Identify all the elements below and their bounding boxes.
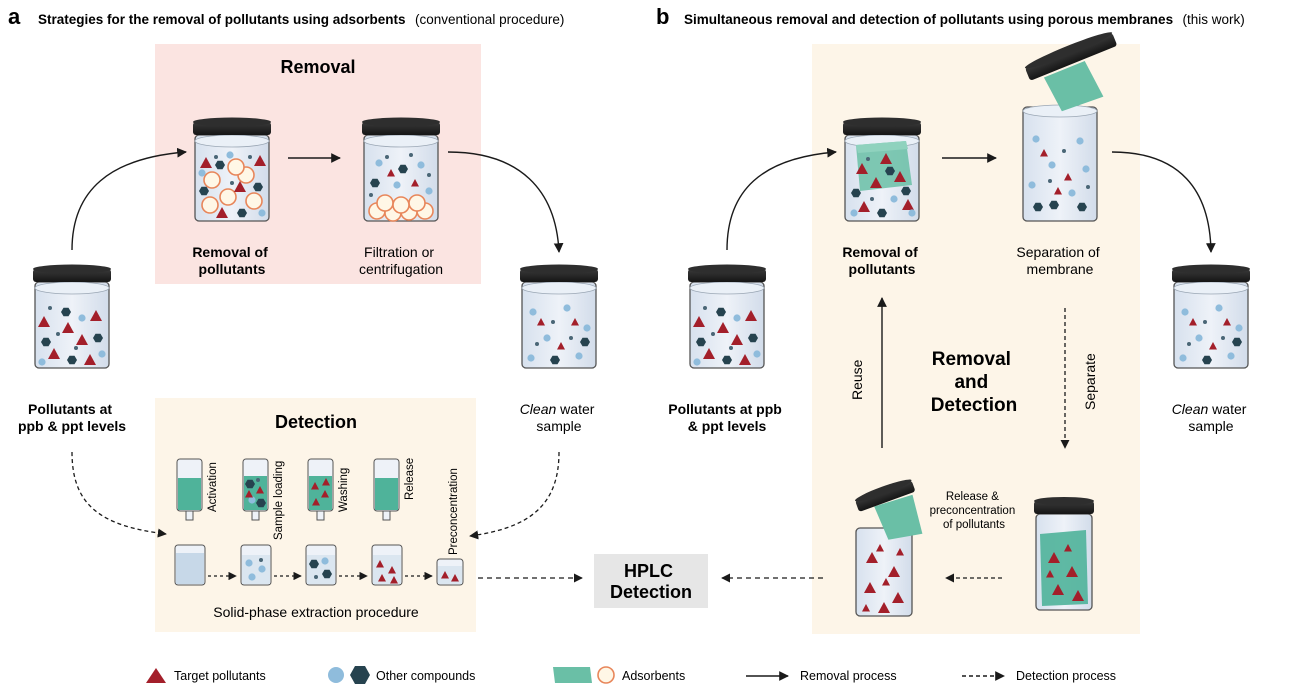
hplc-label: HPLC Detection — [610, 561, 692, 602]
panel-b-step1-line1: Removal of — [842, 244, 918, 260]
arrow-a-left-to-detection — [71, 451, 167, 538]
panel-b-step2-line2: membrane — [1027, 261, 1094, 277]
spe-step-activation: Activation — [207, 462, 219, 512]
legend-adsorbents: Adsorbents — [553, 666, 685, 684]
legend-adsorbents-label: Adsorbents — [622, 669, 685, 683]
panel-a-right-italic: Clean — [520, 401, 557, 417]
release-label: Release & preconcentration of pollutants — [930, 491, 1019, 531]
removal-step1-label: Removal of pollutants — [192, 244, 271, 277]
legend-detection-process: Detection process — [962, 669, 1116, 683]
panel-b-right-rest: water — [1208, 401, 1246, 417]
adsorbent-ring-icon — [597, 666, 615, 684]
spe-vial-3 — [305, 544, 337, 586]
jar-removal-adsorbents — [192, 116, 272, 222]
center-line1: Removal — [932, 349, 1011, 370]
panel-b-title-bold: Simultaneous removal and detection of po… — [684, 12, 1173, 27]
spe-step-preconcentration: Preconcentration — [448, 468, 460, 555]
panel-a-left-jar-label: Pollutants at ppb & ppt levels — [18, 401, 126, 434]
jar-filtration — [361, 116, 441, 222]
removal-step2-line2: centrifugation — [359, 261, 443, 277]
jar-removal-membrane — [842, 116, 922, 222]
spe-vial-4 — [371, 544, 403, 586]
panel-a-left-line2: ppb & ppt levels — [18, 418, 126, 434]
removal-step1-line2: pollutants — [199, 261, 266, 277]
legend-detection-label: Detection process — [1016, 669, 1116, 683]
triangle-icon — [146, 668, 166, 683]
membrane-icon — [553, 667, 592, 683]
panel-b-left-jar-label: Pollutants at ppb & ppt levels — [668, 401, 785, 434]
hexagon-icon — [350, 666, 370, 684]
spe-step-sample-loading: Sample loading — [273, 461, 285, 540]
legend-target-label: Target pollutants — [174, 669, 266, 683]
panel-b-left-line2: & ppt levels — [688, 418, 767, 434]
jar-membrane-release — [1034, 497, 1094, 611]
panel-a-title-bold: Strategies for the removal of pollutants… — [38, 12, 406, 27]
spe-cartridge-release — [373, 458, 400, 521]
spe-caption: Solid-phase extraction procedure — [213, 604, 419, 620]
spe-vial-5 — [436, 558, 464, 586]
spe-cartridge-activation — [176, 458, 203, 521]
panel-b-right-jar-label: Clean water sample — [1172, 401, 1251, 434]
spe-cartridge-loading — [242, 458, 269, 521]
spe-vial-1 — [174, 544, 206, 586]
panel-b-title: Simultaneous removal and detection of po… — [684, 11, 1245, 28]
panel-b-letter: b — [656, 4, 669, 29]
detection-box-title: Detection — [275, 412, 357, 432]
panel-a-left-line1: Pollutants at — [28, 401, 112, 417]
panel-b-right-line2: sample — [1188, 418, 1233, 434]
removal-box-title: Removal — [280, 57, 355, 77]
detection-box — [155, 398, 476, 632]
arrow-b-left-to-removal — [726, 147, 837, 251]
arrow-b-separation-to-clean — [1111, 151, 1216, 253]
panel-b-title-normal: (this work) — [1183, 12, 1245, 27]
legend-removal-process: Removal process — [746, 669, 897, 683]
hplc-line2: Detection — [610, 582, 692, 602]
arrow-a-removal-to-clean — [447, 151, 564, 253]
jar-separation — [1022, 32, 1117, 222]
spe-vial-2 — [240, 544, 272, 586]
hplc-line1: HPLC — [624, 561, 673, 581]
legend-removal-label: Removal process — [800, 669, 897, 683]
jar-clean-a — [519, 263, 599, 369]
release-line1: Release & — [946, 491, 999, 503]
separate-label: Separate — [1082, 353, 1098, 410]
jar-clean-b — [1171, 263, 1251, 369]
removal-step1-line1: Removal of — [192, 244, 268, 260]
panel-b-center-title: Removal and Detection — [931, 349, 1018, 416]
hplc-box — [594, 554, 708, 608]
circle-icon — [328, 667, 344, 683]
legend-other-compounds: Other compounds — [328, 666, 475, 684]
spe-step-washing: Washing — [338, 468, 350, 512]
center-line2: and — [954, 372, 988, 393]
panel-b-step2-label: Separation of membrane — [1016, 244, 1103, 277]
center-line3: Detection — [931, 395, 1018, 416]
panel-a-right-line2: sample — [536, 418, 581, 434]
legend-other-label: Other compounds — [376, 669, 475, 683]
spe-cartridge-washing — [307, 458, 334, 521]
panel-b-step2-line1: Separation of — [1016, 244, 1099, 260]
reuse-label: Reuse — [849, 359, 865, 400]
legend-target-pollutants: Target pollutants — [146, 668, 266, 683]
panel-b-step1-label: Removal of pollutants — [842, 244, 921, 277]
panel-a-right-rest: water — [556, 401, 594, 417]
jar-released-pollutants — [855, 479, 923, 617]
arrow-a-clean-to-detection — [469, 451, 560, 540]
panel-a-title: Strategies for the removal of pollutants… — [38, 11, 564, 28]
release-line2: preconcentration — [930, 505, 1016, 517]
panel-b-step1-line2: pollutants — [849, 261, 916, 277]
spe-step-release: Release — [404, 458, 416, 500]
legend: Target pollutants Other compounds Adsorb… — [146, 666, 1116, 684]
removal-step2-label: Filtration or centrifugation — [359, 244, 443, 277]
panel-a-right-jar-label: Clean water sample — [520, 401, 599, 434]
removal-step2-line1: Filtration or — [364, 244, 434, 260]
panel-a-letter: a — [8, 4, 21, 29]
jar-pollutants-a — [32, 263, 112, 369]
arrow-a-left-to-removal — [71, 147, 187, 251]
panel-a-title-normal: (conventional procedure) — [415, 12, 564, 27]
release-line3: of pollutants — [943, 519, 1005, 531]
panel-b-right-italic: Clean — [1172, 401, 1209, 417]
panel-b-left-line1: Pollutants at ppb — [668, 401, 782, 417]
jar-pollutants-b — [687, 263, 767, 369]
